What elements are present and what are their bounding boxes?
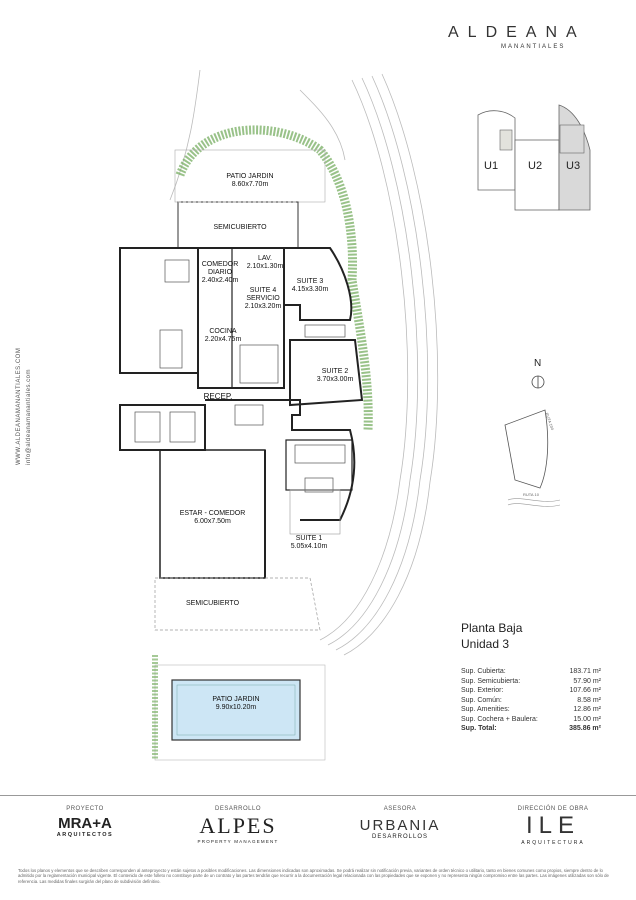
- fixtures: [134, 259, 346, 493]
- area-row: Sup. Exterior:107.66 m²: [461, 687, 601, 694]
- plan-unit: Unidad 3: [461, 637, 510, 651]
- area-row: Sup. Común:8.58 m²: [461, 696, 601, 704]
- footer-divider: [0, 795, 636, 796]
- road-curves: [169, 69, 439, 656]
- site-outline: [504, 409, 549, 489]
- unit-u2-label: U2: [528, 160, 543, 172]
- area-total-row: Sup. Total:385.86 m²: [461, 725, 601, 732]
- pool: [171, 679, 301, 741]
- room-semicubierto-bottom: SEMICUBIERTO: [185, 600, 240, 607]
- unit-u1-label: U1: [484, 160, 499, 172]
- site-label-ruta-10: RUTA 10: [523, 492, 539, 497]
- area-row: Sup. Cochera + Baulera:15.00 m²: [461, 715, 601, 723]
- hedge: [175, 125, 373, 431]
- footer-direccion-obra: DIRECCIÓN DE OBRA ILE ARQUITECTURA: [517, 806, 589, 846]
- area-row: Sup. Semicubierta:57.90 m²: [461, 677, 601, 685]
- legal-disclaimer: Todos los planos y elementos que se desc…: [18, 868, 609, 884]
- footer-desarrollo: DESARROLLO ALPES PROPERTY MANAGEMENT: [197, 806, 279, 844]
- floor-plan: [119, 69, 591, 761]
- footer-proyecto: PROYECTO MRA+A ARQUITECTOS: [56, 806, 114, 838]
- key-plan: [477, 104, 591, 211]
- brand-logo: ALDEANA: [448, 24, 586, 41]
- room-recep: RECEP.: [203, 392, 233, 401]
- area-table: Sup. Cubierta:183.71 m² Sup. Semicubiert…: [461, 668, 601, 735]
- room-semicubierto-top: SEMICUBIERTO: [213, 224, 267, 231]
- footer-asesora: ASESORA URBANIA DESARROLLOS: [359, 806, 441, 840]
- brand-subtitle: MANANTIALES: [501, 44, 566, 50]
- area-row: Sup. Amenities:12.86 m²: [461, 706, 601, 713]
- area-row: Sup. Cubierta:183.71 m²: [461, 668, 601, 675]
- unit-u3-label: U3: [566, 160, 581, 172]
- plan-title: Planta Baja: [461, 621, 523, 635]
- north-label: N: [534, 358, 542, 369]
- room-lav: LAV.2.10x1.30m: [246, 255, 284, 271]
